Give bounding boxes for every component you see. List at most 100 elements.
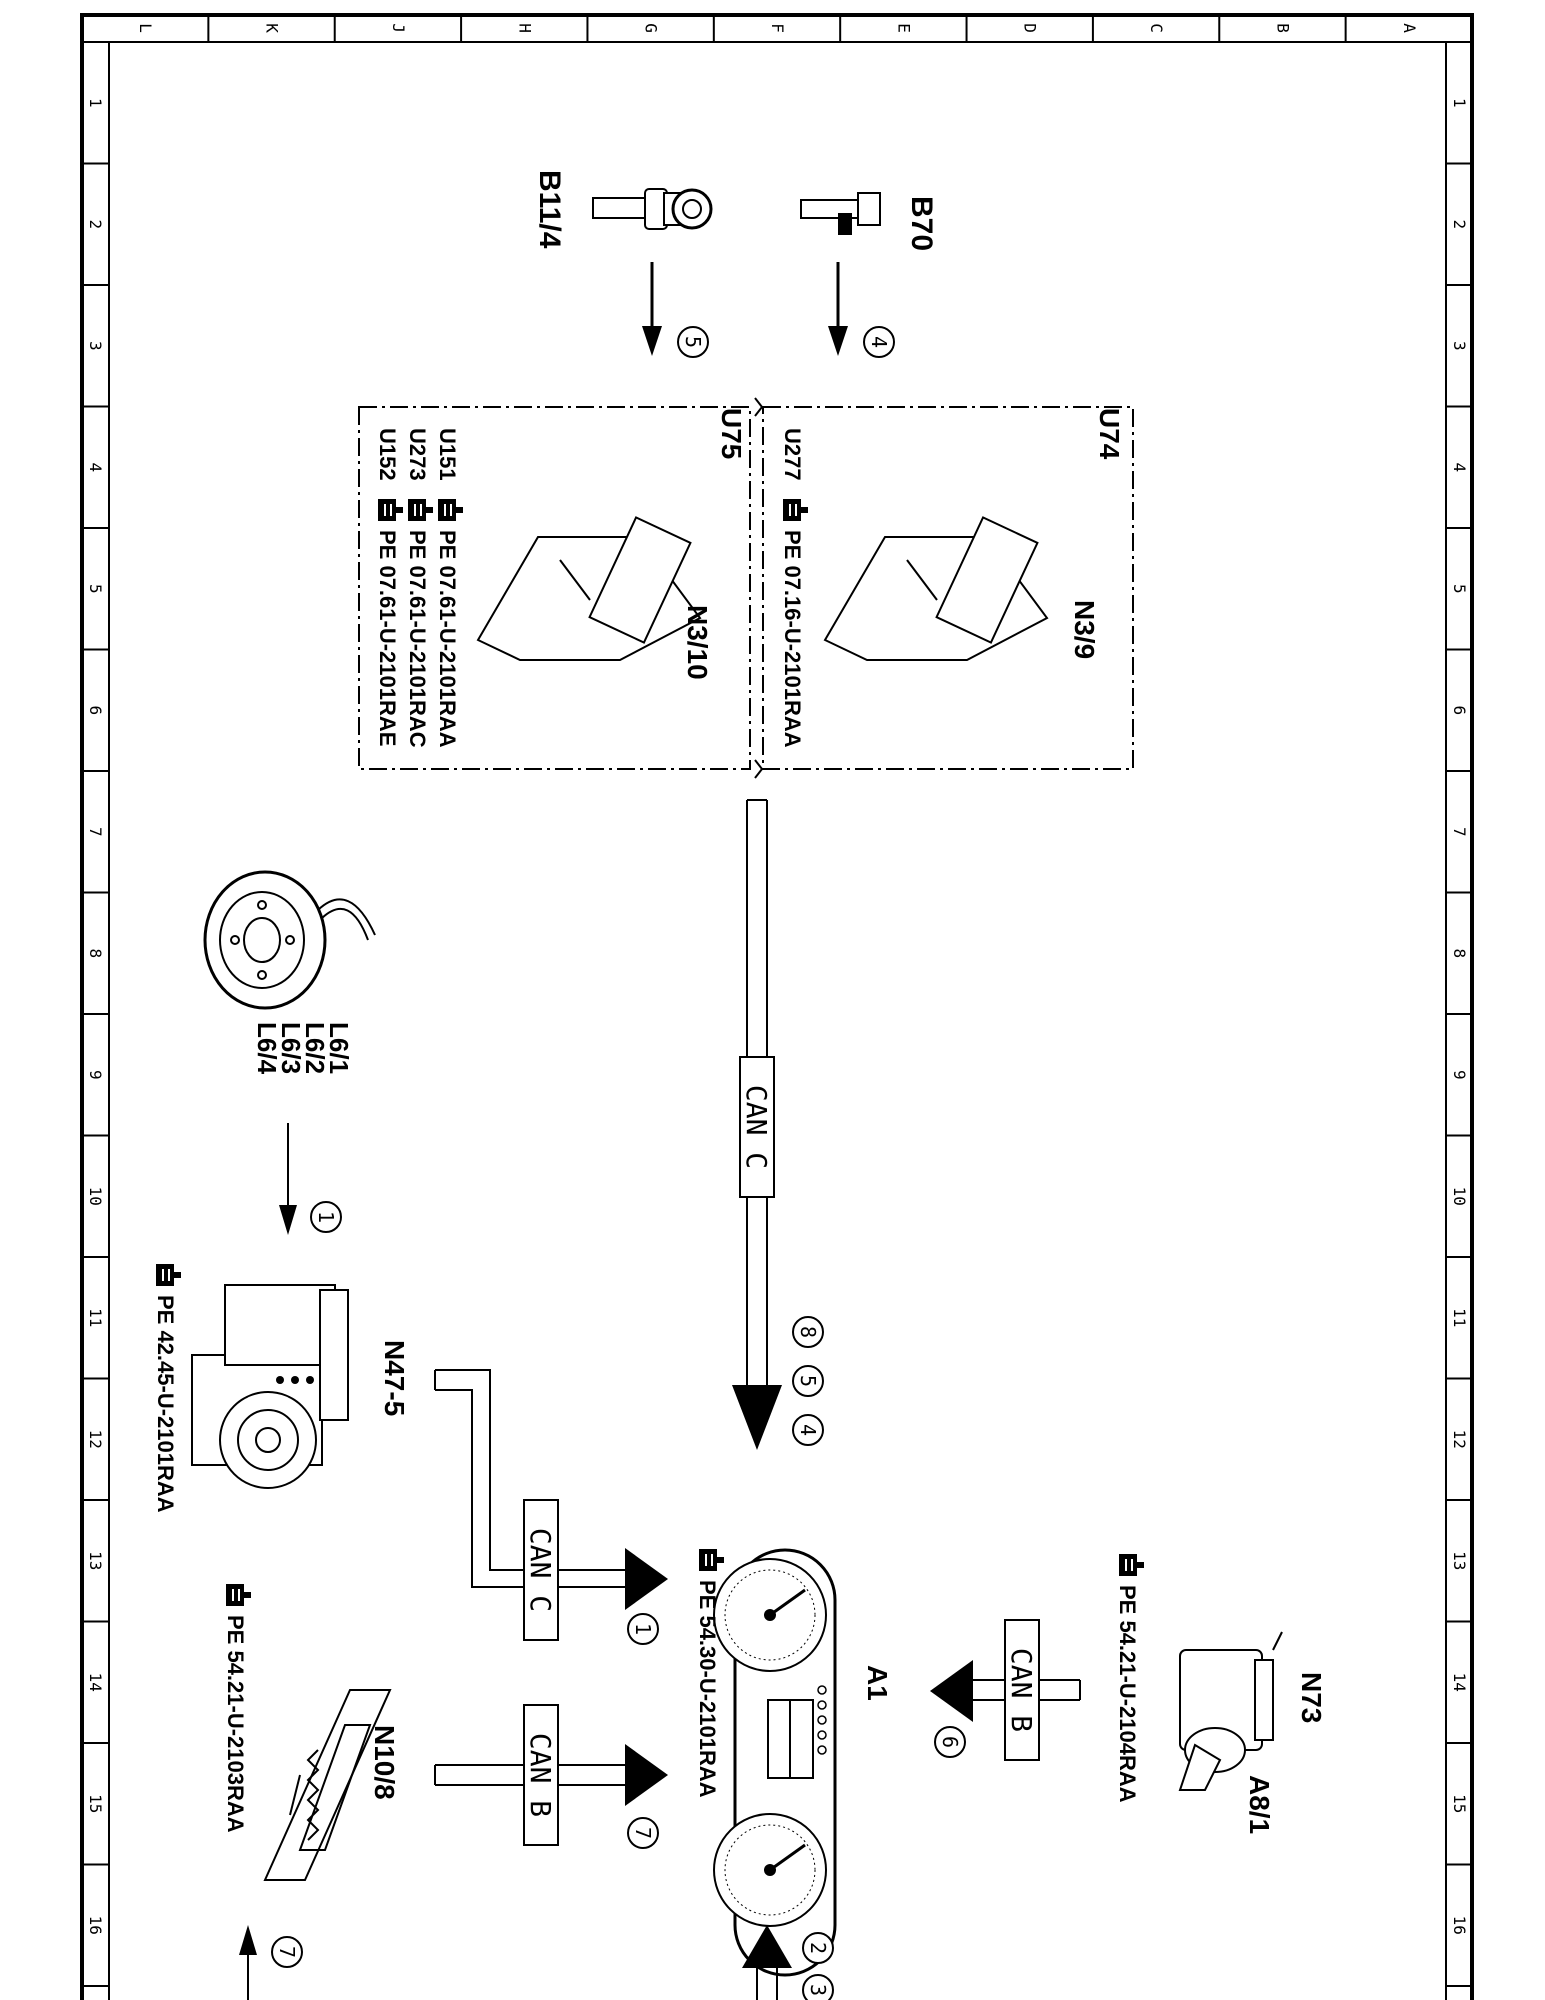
label-l6-4: L6/4 xyxy=(252,1022,282,1075)
label-l6-1: L6/1 xyxy=(324,1022,354,1074)
u74-code-1: U277 xyxy=(780,428,805,481)
signal-1-n47: 1 xyxy=(631,1623,655,1635)
signal-3-bottom: 3 xyxy=(806,1984,830,1996)
frame-row-number: 11 xyxy=(86,1308,105,1327)
u75-ref-2: PE 07.61-U-2101RAC xyxy=(405,530,430,748)
frame-row-number: 1 xyxy=(1450,98,1469,108)
frame-row-number: 4 xyxy=(86,462,105,472)
frame-row-number: 8 xyxy=(1450,948,1469,958)
frame-row-number: 2 xyxy=(1450,219,1469,229)
frame-column-letter: C xyxy=(1147,23,1166,33)
component-n47-5: N47-5 xyxy=(191,1284,410,1489)
can-c-main-label: CAN C xyxy=(740,1085,773,1169)
signal-4-top: 4 xyxy=(867,336,891,348)
inner-frame xyxy=(108,41,1447,2000)
pointing-hand-icon xyxy=(698,1548,725,1572)
frame-row-number: 8 xyxy=(86,948,105,958)
can-b-n10-bus: CAN B xyxy=(434,1704,668,1846)
frame-column-letter: K xyxy=(263,23,282,33)
frame-row-number: 9 xyxy=(1450,1070,1469,1080)
arrow-bottom-right xyxy=(742,1925,792,2000)
bus-signals: 8 5 4 xyxy=(792,1316,824,1446)
u75-ref-1: PE 07.61-U-2101RAA xyxy=(435,530,460,748)
group-u75 xyxy=(358,406,751,770)
frame-column-letter: D xyxy=(1021,23,1040,33)
label-a1: A1 xyxy=(862,1665,893,1701)
signal-7-bottom: 7 xyxy=(275,1946,299,1958)
signal-6-n73: 6 xyxy=(938,1736,962,1748)
ref-a1: PE 54.30-U-2101RAA xyxy=(695,1580,720,1798)
frame-row-number: 1 xyxy=(86,98,105,108)
frame-row-number: 16 xyxy=(86,1916,105,1935)
ref-n73: PE 54.21-U-2104RAA xyxy=(1115,1585,1140,1803)
label-b70: B70 xyxy=(905,196,938,251)
frame-row-number: 6 xyxy=(1450,705,1469,715)
u75-code-2: U273 xyxy=(405,428,430,481)
frame-row-number: 4 xyxy=(1450,462,1469,472)
frame-row-number: 2 xyxy=(86,219,105,229)
u75-ref-3: PE 07.61-U-2101RAE xyxy=(375,530,400,746)
bus-signal-5: 5 xyxy=(796,1375,820,1387)
frame-row-number: 13 xyxy=(86,1551,105,1570)
component-n3-9: N3/9 xyxy=(823,516,1100,661)
signal-1-l6: 1 xyxy=(314,1211,338,1223)
frame-row-number: 7 xyxy=(86,827,105,837)
pointing-hand-icon xyxy=(225,1583,252,1607)
can-c-main-bus: CAN C xyxy=(732,799,782,1450)
can-c-n47-bus: CAN C xyxy=(434,1369,668,1641)
bus-signal-8: 8 xyxy=(796,1326,820,1338)
pointing-hand-icon xyxy=(782,498,809,522)
can-c-n47-label: CAN C xyxy=(524,1528,557,1612)
frame-column-letter: G xyxy=(642,23,661,33)
signal-7-n10: 7 xyxy=(631,1827,655,1839)
u75-code-1: U151 xyxy=(435,428,460,481)
group-u74-title: U74 xyxy=(1094,408,1125,460)
frame-row-number: 3 xyxy=(1450,341,1469,351)
label-l6-2: L6/2 xyxy=(300,1022,330,1074)
group-u75-title: U75 xyxy=(716,408,747,459)
frame-row-number: 15 xyxy=(1450,1794,1469,1813)
frame-column-letter: J xyxy=(389,23,408,33)
frame-row-number: 15 xyxy=(86,1794,105,1813)
label-a8-1: A8/1 xyxy=(1244,1775,1275,1834)
frame-row-number: 7 xyxy=(1450,827,1469,837)
frame-row-number: 12 xyxy=(1450,1430,1469,1449)
can-b-n73-bus: CAN B xyxy=(930,1619,1081,1761)
frame-row-number: 16 xyxy=(1450,1916,1469,1935)
ref-n47-5: PE 42.45-U-2101RAA xyxy=(153,1295,178,1513)
pointing-hand-icon xyxy=(1118,1553,1145,1577)
frame-column-letter: E xyxy=(894,23,913,33)
component-n10-8: N10/8 xyxy=(263,1689,400,1881)
u74-ref-1: PE 07.16-U-2101RAA xyxy=(780,530,805,748)
pointing-hand-icon xyxy=(407,498,434,522)
label-n10-8: N10/8 xyxy=(369,1725,400,1800)
label-n73: N73 xyxy=(1296,1672,1327,1723)
pointing-hand-icon xyxy=(437,498,464,522)
frame-column-letter: L xyxy=(136,23,155,33)
frame-row-number: 14 xyxy=(1450,1673,1469,1692)
label-b11-4: B11/4 xyxy=(533,170,566,249)
pointing-hand-icon xyxy=(377,498,404,522)
label-l6-3: L6/3 xyxy=(276,1022,306,1074)
component-l6: L6/1 L6/2 L6/3 L6/4 xyxy=(203,870,376,1075)
label-n3-10: N3/10 xyxy=(682,605,713,680)
label-n3-9: N3/9 xyxy=(1069,600,1100,659)
frame-row-number: 11 xyxy=(1450,1308,1469,1327)
can-b-n73-label: CAN B xyxy=(1005,1648,1038,1732)
frame-row-number: 9 xyxy=(86,1070,105,1080)
frame-row-number: 5 xyxy=(86,584,105,594)
frame-row-number: 12 xyxy=(86,1430,105,1449)
signal-5-top: 5 xyxy=(681,336,705,348)
frame-column-letter: F xyxy=(768,23,787,33)
frame-row-number: 5 xyxy=(1450,584,1469,594)
frame-row-number: 3 xyxy=(86,341,105,351)
pointing-hand-icon xyxy=(155,1263,182,1287)
frame-row-number: 14 xyxy=(86,1673,105,1692)
component-n3-10: N3/10 xyxy=(476,516,713,680)
component-b11-4: B11/4 xyxy=(533,170,713,249)
bus-signal-4: 4 xyxy=(796,1424,820,1436)
signal-2-bottom: 2 xyxy=(806,1942,830,1954)
frame-column-letter: H xyxy=(515,23,534,33)
